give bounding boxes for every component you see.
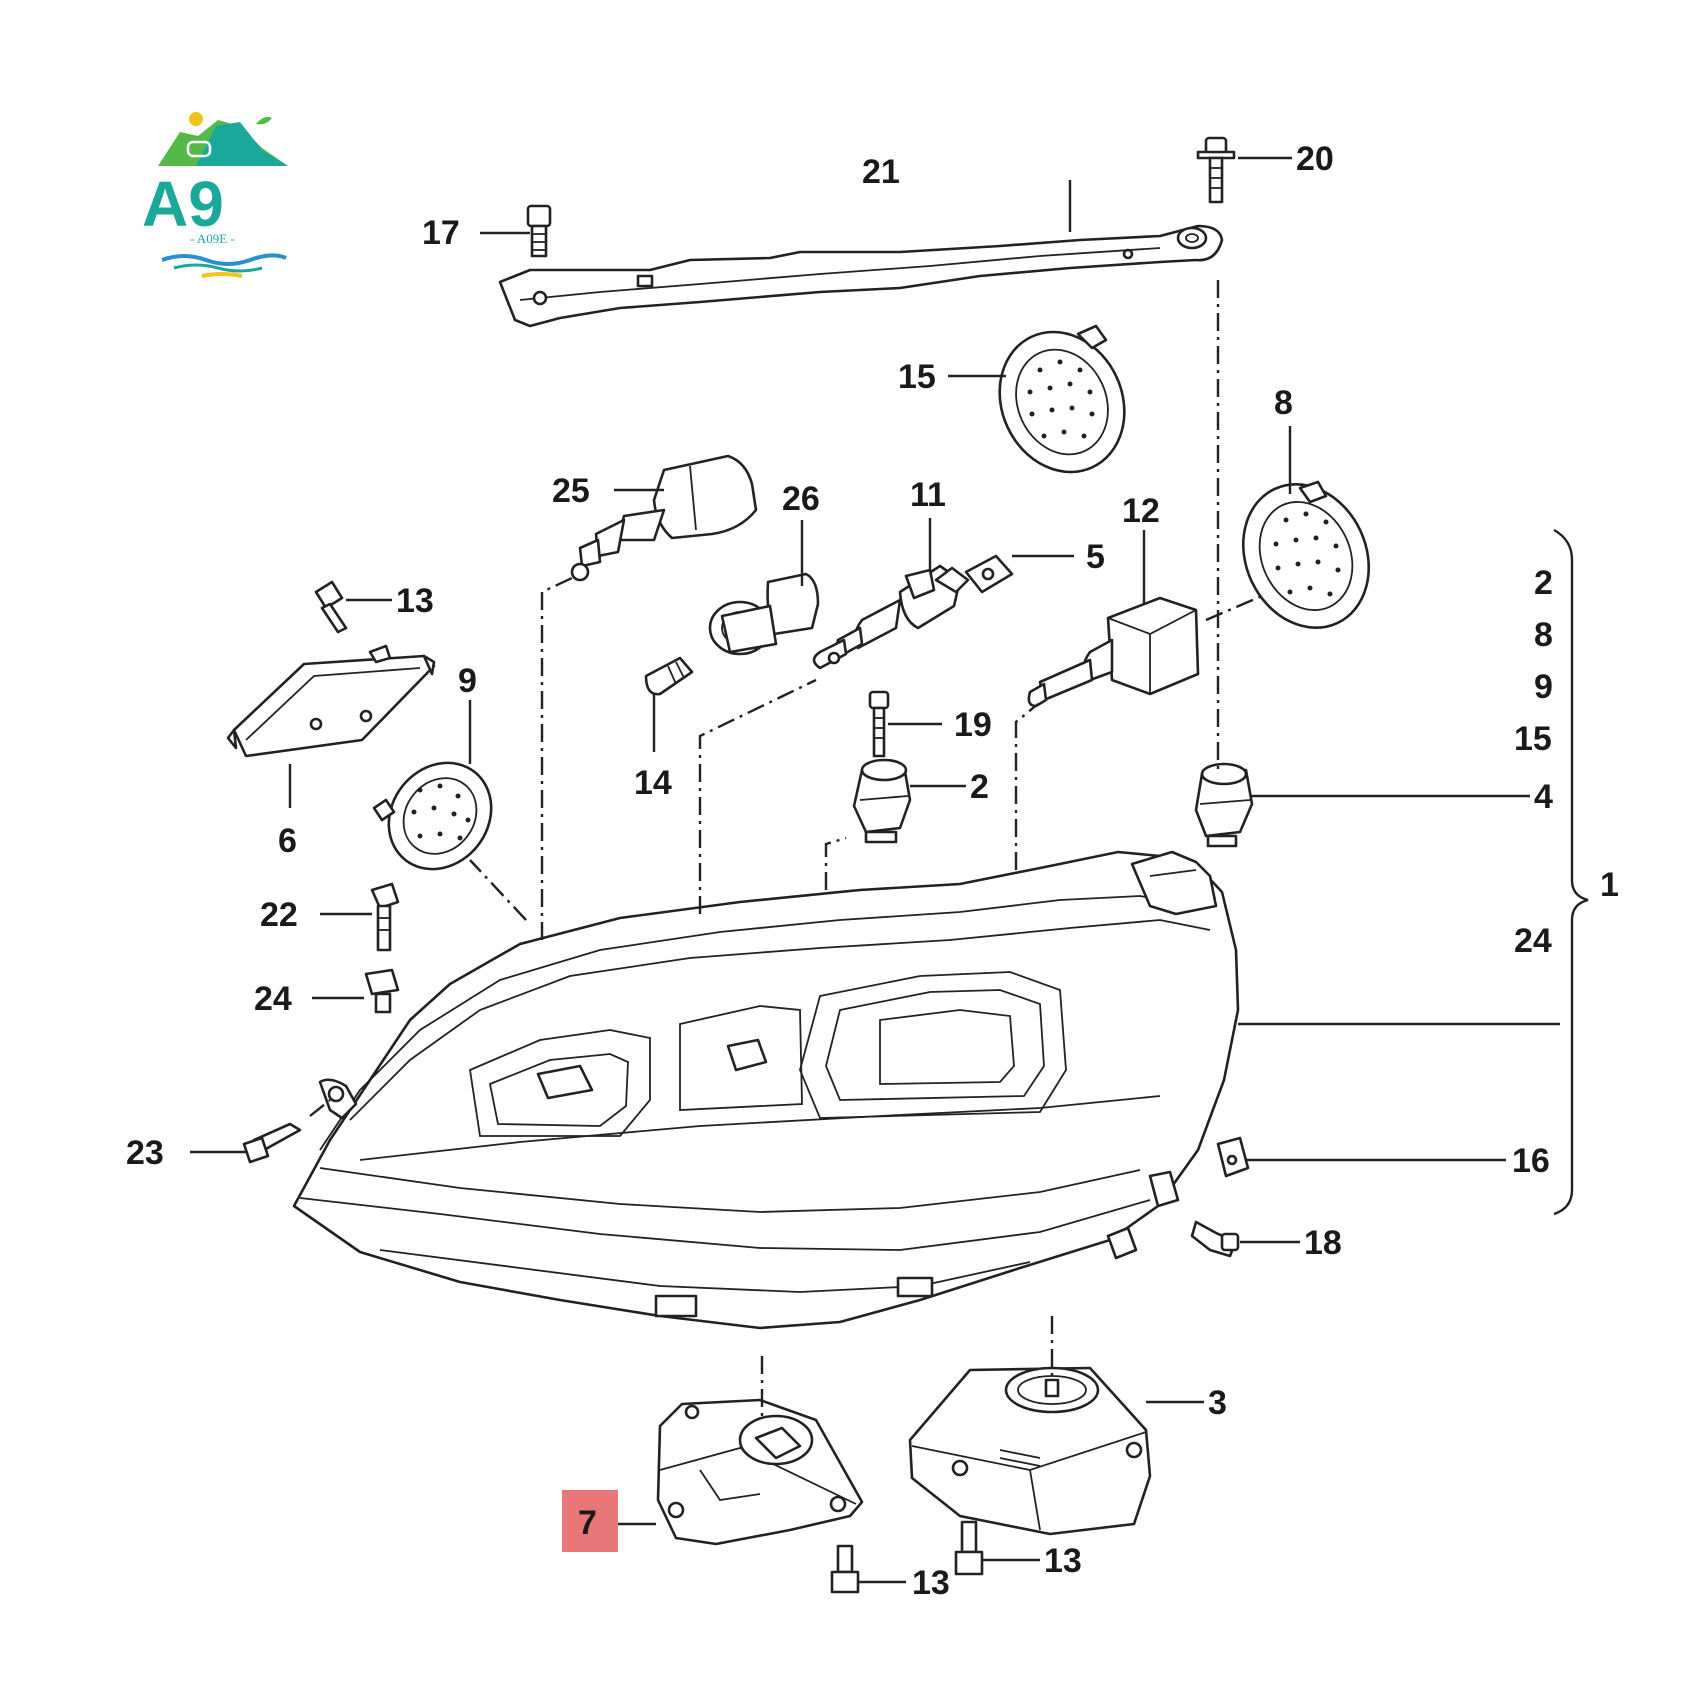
- part-4-adjuster: [1194, 762, 1254, 848]
- part-12-xenon-bulb: [1027, 596, 1200, 708]
- callout-2-mid: 2: [970, 768, 989, 806]
- part-13-bolt-c: [954, 1520, 984, 1576]
- brand-logo: A9 - A09E -: [142, 112, 288, 278]
- logo-window-icon: [186, 140, 212, 158]
- leader-lines: [190, 156, 1589, 1584]
- callout-labels: 21 17 20 15 8 25 26 11 5 12 13 9 6 14 19…: [126, 140, 1619, 1602]
- callout-1: 1: [1600, 866, 1619, 904]
- callout-24-left: 24: [254, 980, 292, 1018]
- callout-8-top: 8: [1274, 384, 1293, 422]
- part-21-bracket: [498, 224, 1224, 328]
- logo-hill-icon: [196, 122, 288, 166]
- callout-19: 19: [954, 706, 992, 744]
- callout-9-left: 9: [458, 662, 477, 700]
- part-20-bolt: [1196, 136, 1236, 204]
- callout-25: 25: [552, 472, 590, 510]
- callout-12: 12: [1122, 492, 1160, 530]
- callout-26: 26: [782, 480, 820, 518]
- callout-15-top: 15: [898, 358, 936, 396]
- callout-8-list: 8: [1534, 616, 1553, 654]
- callout-6: 6: [278, 822, 297, 860]
- highlight-box-7: [562, 1490, 618, 1552]
- part-15-cover-cap: [998, 324, 1126, 474]
- logo-wave-icon: [161, 253, 287, 266]
- part-25-bulb-socket: [570, 454, 758, 582]
- callout-17: 17: [422, 214, 460, 252]
- part-19-bolt: [868, 690, 890, 758]
- part-2-adjuster: [852, 758, 912, 844]
- logo-sun-icon: [189, 112, 203, 126]
- callout-13-bottom-left: 13: [912, 1564, 950, 1602]
- callout-23: 23: [126, 1134, 164, 1172]
- callout-15-list: 15: [1514, 720, 1552, 758]
- logo-leaf-icon: [256, 116, 272, 125]
- callout-2-list: 2: [1534, 564, 1553, 602]
- callout-9-list: 9: [1534, 668, 1553, 706]
- part-6-control-module: [226, 644, 436, 758]
- part-14-small-bulb: [644, 656, 694, 696]
- callout-11: 11: [910, 476, 946, 514]
- callout-7: 7: [578, 1504, 597, 1542]
- logo-mark: A9: [142, 168, 224, 240]
- part-13-bolt-b: [830, 1544, 860, 1594]
- logo-wave-2-icon: [173, 263, 263, 273]
- part-8-cover-cap: [1241, 480, 1371, 630]
- part-24-bolt: [364, 968, 400, 1014]
- part-18-bolt: [1190, 1220, 1240, 1258]
- callout-13-top: 13: [396, 582, 434, 620]
- callout-5: 5: [1086, 538, 1105, 576]
- logo-sand-icon: [201, 272, 243, 278]
- callout-21: 21: [862, 153, 900, 191]
- part-3-ballast: [908, 1366, 1152, 1536]
- callout-13-bottom-right: 13: [1044, 1542, 1082, 1580]
- part-26-bulb-holder: [708, 572, 820, 656]
- callout-4: 4: [1534, 778, 1553, 816]
- part-17-bolt: [526, 204, 552, 258]
- callout-22: 22: [260, 896, 298, 934]
- part-7-ballast: [656, 1398, 864, 1546]
- callout-24-list: 24: [1514, 922, 1552, 960]
- callout-3: 3: [1208, 1384, 1227, 1422]
- part-16-clip: [1216, 1136, 1250, 1178]
- part-11-h7-bulb: [812, 564, 970, 670]
- callout-20: 20: [1296, 140, 1334, 178]
- part-5-clip: [964, 554, 1014, 594]
- callout-16: 16: [1512, 1142, 1550, 1180]
- callout-18: 18: [1304, 1224, 1342, 1262]
- callout-14: 14: [634, 764, 672, 802]
- part-9-cover-cap: [372, 761, 493, 871]
- part-1-headlight-assembly: [292, 850, 1240, 1330]
- part-23-bolt: [242, 1122, 302, 1164]
- part-22-bolt: [370, 882, 400, 952]
- part-13-bolt-a: [314, 580, 348, 634]
- logo-subtext: - A09E -: [190, 231, 235, 246]
